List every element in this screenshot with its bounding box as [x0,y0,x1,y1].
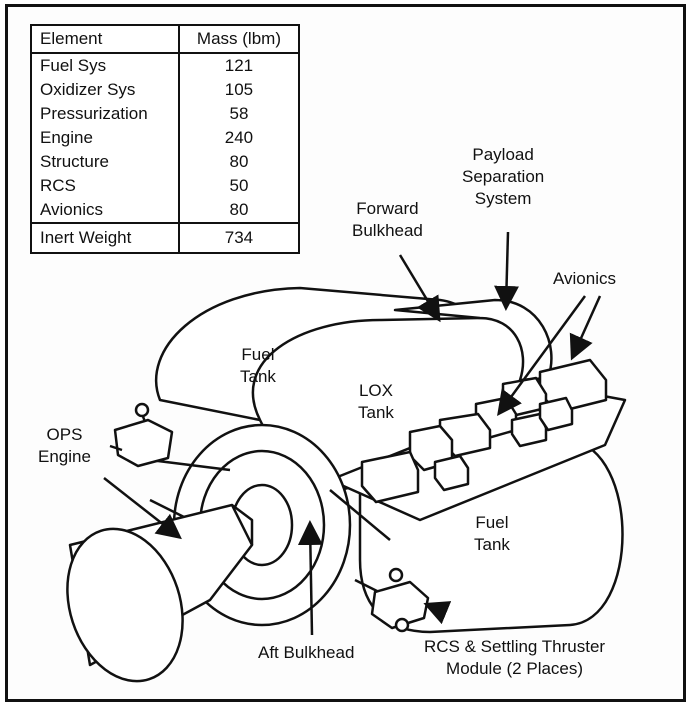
header-element: Element [31,25,180,54]
table-row: Fuel Sys 121 [31,53,299,78]
total-element: Inert Weight [31,222,180,253]
table-row: Engine 240 [31,126,299,150]
label-payload-separation-system: Payload Separation System [462,145,545,208]
row-element: Engine [31,126,180,150]
label-lower-fuel-tank: Fuel Tank [474,513,510,554]
row-mass: 121 [224,56,254,75]
row-element: Oxidizer Sys [31,78,180,102]
label-upper-fuel-tank: Fuel Tank [240,345,276,386]
label-rcs-settling-thruster-module: RCS & Settling Thruster Module (2 Places… [424,637,606,678]
row-mass: 80 [229,200,249,219]
row-element: Fuel Sys [31,53,180,78]
mass-table-header: Element Mass (lbm) [31,25,299,54]
table-row: Pressurization 58 [31,102,299,126]
row-mass: 50 [229,176,249,195]
mass-table: Element Mass (lbm) Fuel Sys 121 Oxidizer … [30,24,300,254]
row-element: Structure [31,150,180,174]
label-ops-engine: OPS Engine [38,425,91,466]
table-row: Avionics 80 [31,198,299,223]
label-avionics: Avionics [553,269,616,288]
row-element: RCS [31,174,180,198]
label-forward-bulkhead: Forward Bulkhead [352,199,423,240]
row-mass: 240 [224,128,254,147]
row-element: Avionics [31,198,180,223]
header-mass: Mass (lbm) [178,25,299,54]
table-row: Structure 80 [31,150,299,174]
row-mass: 105 [224,80,254,99]
table-row: Oxidizer Sys 105 [31,78,299,102]
left-rcs-thruster [113,418,174,468]
row-mass: 80 [229,152,249,171]
row-element: Pressurization [31,102,180,126]
label-lox-tank: LOX Tank [358,381,394,422]
total-mass: 734 [178,222,299,253]
table-row: RCS 50 [31,174,299,198]
row-mass: 58 [229,104,249,123]
label-aft-bulkhead: Aft Bulkhead [258,643,355,662]
